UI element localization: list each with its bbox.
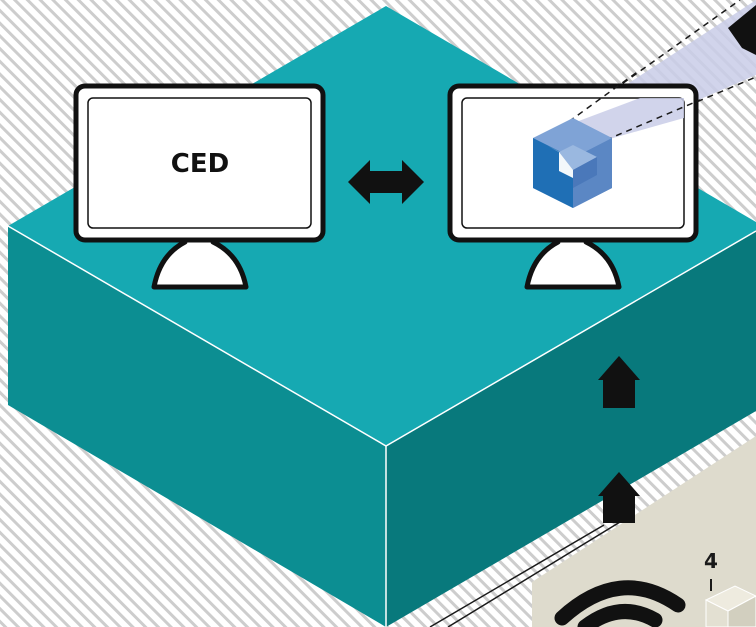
right-monitor xyxy=(447,69,701,290)
up-arrow-icon xyxy=(598,356,640,408)
platform-right-face xyxy=(386,231,756,627)
panel-face xyxy=(532,436,756,627)
left-monitor-screen xyxy=(87,97,312,229)
wifi-icon xyxy=(554,580,686,627)
step-number: 4 xyxy=(704,549,718,573)
cube-icon xyxy=(704,585,756,627)
isometric-cube-logo-icon xyxy=(533,118,612,208)
up-arrow-icon xyxy=(598,472,640,523)
connector-line-2 xyxy=(447,521,621,627)
double-arrow-icon xyxy=(348,160,424,204)
left-monitor-label: CED xyxy=(171,149,229,179)
left-monitor: CED xyxy=(73,83,326,290)
platform-left-face xyxy=(8,226,386,627)
step-panel: 4 xyxy=(532,436,756,627)
projector-icon xyxy=(728,5,756,55)
connector-line-1 xyxy=(429,524,605,627)
